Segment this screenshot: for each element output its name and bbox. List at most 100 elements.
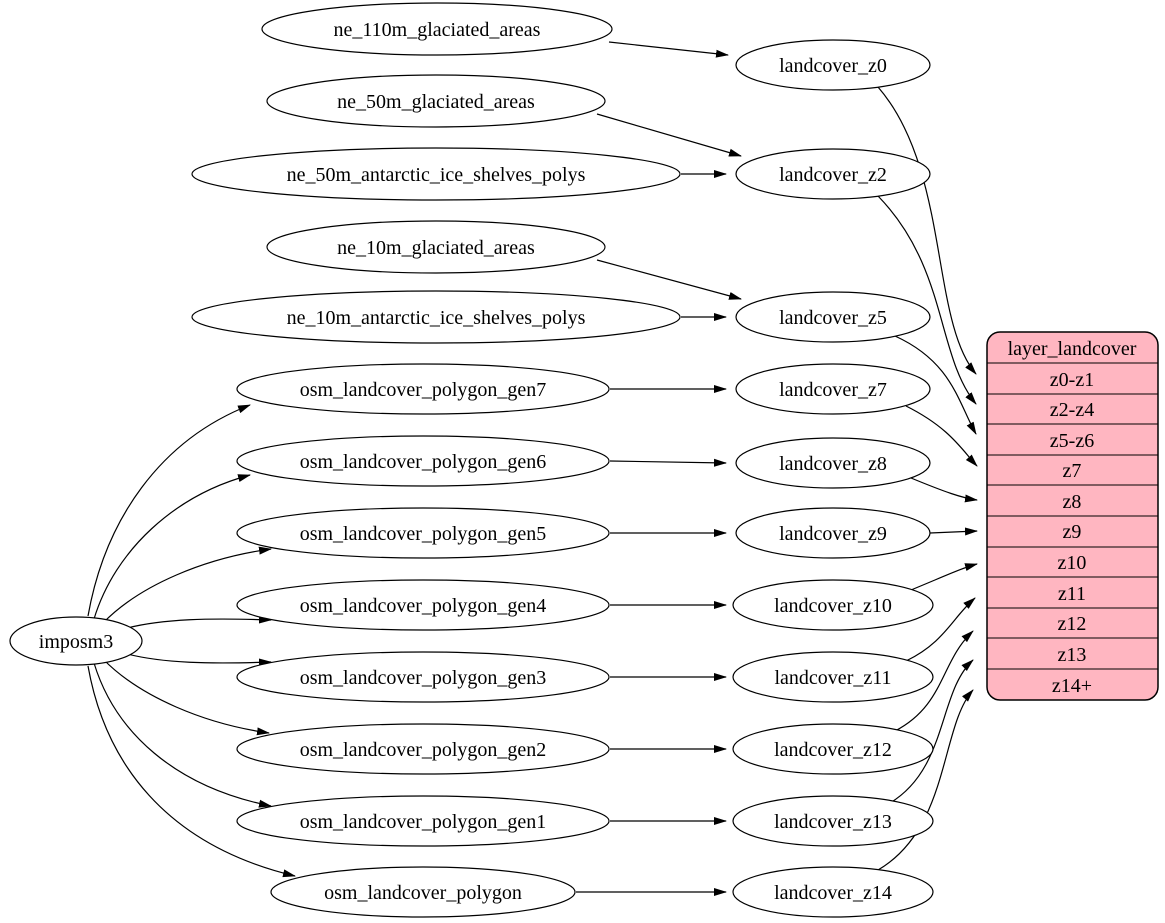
node-label: osm_landcover_polygon_gen3 — [300, 667, 547, 689]
table-row-z9: z9 — [1063, 521, 1082, 543]
node-label: landcover_z9 — [779, 523, 887, 545]
edge-landcover-z14-to-row-z14plus — [877, 689, 974, 871]
table-row-z2-z4: z2-z4 — [1050, 399, 1094, 421]
node-ellipse — [732, 651, 934, 703]
node-osm-landcover-polygon-gen2: osm_landcover_polygon_gen2 — [236, 723, 610, 775]
node-ellipse — [236, 507, 610, 559]
node-label: imposm3 — [39, 631, 113, 653]
node-label: ne_10m_antarctic_ice_shelves_polys — [287, 307, 586, 329]
edge-landcover-z10-to-row-z10 — [910, 563, 978, 591]
node-label: osm_landcover_polygon_gen1 — [300, 811, 547, 833]
node-osm-landcover-polygon-gen5: osm_landcover_polygon_gen5 — [236, 507, 610, 559]
node-label: landcover_z8 — [779, 453, 887, 475]
edge-imposm3-to-osm-landcover-polygon-gen3 — [119, 651, 272, 667]
node-label: osm_landcover_polygon_gen4 — [300, 595, 547, 617]
node-label: landcover_z7 — [779, 379, 887, 401]
edge-landcover-z13-to-row-z13 — [889, 659, 974, 804]
node-label: ne_50m_glaciated_areas — [337, 91, 535, 113]
node-ellipse — [9, 616, 143, 666]
node-osm-landcover-polygon: osm_landcover_polygon — [270, 866, 576, 918]
edge-landcover-z2-to-row-z2-z4 — [877, 195, 977, 405]
node-ellipse — [191, 290, 681, 344]
edge-imposm3-to-osm-landcover-polygon — [87, 665, 296, 878]
edge-imposm3-to-osm-landcover-polygon-gen7 — [87, 404, 251, 617]
edge-ne-10m-glaciated-areas-to-landcover-z5 — [596, 259, 742, 300]
node-ellipse — [735, 148, 931, 200]
node-landcover-z10: landcover_z10 — [732, 579, 934, 631]
node-ne-110m-glaciated-areas: ne_110m_glaciated_areas — [261, 2, 613, 56]
node-ne-50m-glaciated-areas: ne_50m_glaciated_areas — [266, 74, 606, 128]
node-ellipse — [191, 147, 681, 201]
node-ellipse — [236, 723, 610, 775]
node-label: osm_landcover_polygon_gen2 — [300, 739, 547, 761]
edge-landcover-z11-to-row-z11 — [905, 597, 976, 662]
node-ellipse — [266, 74, 606, 128]
node-landcover-z8: landcover_z8 — [735, 437, 931, 489]
edge-ne-110m-glaciated-areas-to-landcover-z0 — [608, 41, 729, 58]
node-ellipse — [735, 291, 931, 343]
node-label: ne_110m_glaciated_areas — [334, 19, 541, 41]
table-row-z8: z8 — [1063, 491, 1082, 513]
node-layer-landcover-table: layer_landcover z0-z1 z2-z4 z5-z6 z7 z8 … — [986, 331, 1159, 701]
node-imposm3: imposm3 — [9, 616, 143, 666]
node-label: osm_landcover_polygon — [324, 882, 522, 904]
edge-landcover-z9-to-row-z9 — [929, 527, 978, 536]
node-label: osm_landcover_polygon_gen7 — [300, 379, 547, 401]
edge-imposm3-to-osm-landcover-polygon-gen4 — [119, 615, 272, 631]
node-landcover-z11: landcover_z11 — [732, 651, 934, 703]
node-landcover-z9: landcover_z9 — [735, 507, 931, 559]
node-label: ne_10m_glaciated_areas — [337, 237, 535, 259]
node-label: landcover_z10 — [774, 595, 892, 617]
node-label: landcover_z13 — [774, 811, 892, 833]
node-label: landcover_z11 — [775, 667, 892, 689]
table-header: layer_landcover — [1008, 338, 1137, 360]
node-label: landcover_z12 — [774, 739, 892, 761]
node-ellipse — [270, 866, 576, 918]
edge-ne-50m-glaciated-areas-to-landcover-z2 — [596, 113, 742, 157]
node-ellipse — [236, 651, 610, 703]
node-label: landcover_z2 — [779, 164, 887, 186]
edge-imposm3-to-osm-landcover-polygon-gen1 — [93, 662, 272, 808]
table-row-z13: z13 — [1058, 644, 1087, 666]
node-ellipse — [735, 507, 931, 559]
edges-group — [87, 41, 978, 896]
node-landcover-z5: landcover_z5 — [735, 291, 931, 343]
node-ellipse — [266, 220, 606, 274]
node-label: ne_50m_antarctic_ice_shelves_polys — [287, 164, 586, 186]
node-landcover-z2: landcover_z2 — [735, 148, 931, 200]
node-ellipse — [732, 579, 934, 631]
node-label: osm_landcover_polygon_gen5 — [300, 523, 547, 545]
node-osm-landcover-polygon-gen6: osm_landcover_polygon_gen6 — [236, 435, 610, 487]
node-landcover-z13: landcover_z13 — [732, 795, 934, 847]
node-label: landcover_z5 — [779, 307, 887, 329]
edge-landcover-z12-to-row-z12 — [894, 630, 974, 732]
table-row-z7: z7 — [1063, 460, 1082, 482]
edge-imposm3-to-osm-landcover-polygon-gen6 — [93, 474, 251, 620]
node-ne-50m-antarctic-ice-shelves-polys: ne_50m_antarctic_ice_shelves_polys — [191, 147, 681, 201]
node-ne-10m-glaciated-areas: ne_10m_glaciated_areas — [266, 220, 606, 274]
node-label: landcover_z14 — [774, 882, 892, 904]
edge-landcover-z7-to-row-z7 — [905, 405, 978, 467]
table-row-z5-z6: z5-z6 — [1050, 430, 1094, 452]
node-ellipse — [732, 795, 934, 847]
edge-osm-landcover-polygon-gen6-to-landcover-z8 — [609, 458, 727, 467]
node-ellipse — [732, 866, 934, 918]
node-landcover-z0: landcover_z0 — [735, 39, 931, 91]
node-ellipse — [236, 435, 610, 487]
node-ellipse — [261, 2, 613, 56]
node-ellipse — [735, 437, 931, 489]
node-osm-landcover-polygon-gen1: osm_landcover_polygon_gen1 — [236, 795, 610, 847]
table-row-z14plus: z14+ — [1052, 675, 1092, 697]
edge-imposm3-to-osm-landcover-polygon-gen2 — [102, 658, 270, 736]
edge-landcover-z5-to-row-z5-z6 — [894, 335, 977, 435]
node-label: landcover_z0 — [779, 55, 887, 77]
node-landcover-z14: landcover_z14 — [732, 866, 934, 918]
node-ne-10m-antarctic-ice-shelves-polys: ne_10m_antarctic_ice_shelves_polys — [191, 290, 681, 344]
table-row-z0-z1: z0-z1 — [1050, 369, 1094, 391]
node-osm-landcover-polygon-gen4: osm_landcover_polygon_gen4 — [236, 579, 610, 631]
edge-landcover-z0-to-row-z0-z1 — [877, 86, 977, 375]
table-row-z12: z12 — [1058, 613, 1087, 635]
node-label: osm_landcover_polygon_gen6 — [300, 451, 547, 473]
table-row-z10: z10 — [1058, 552, 1087, 574]
